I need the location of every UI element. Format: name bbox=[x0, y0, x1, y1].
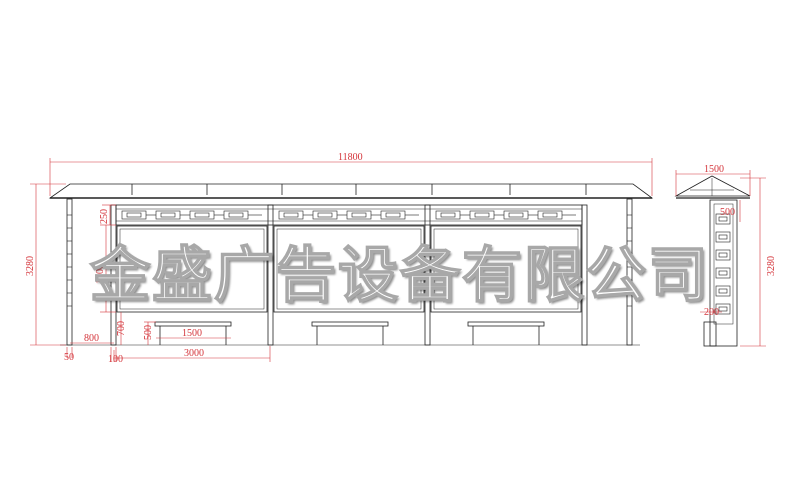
dim-total-height: 3280 bbox=[25, 256, 36, 276]
dim-side-base: 200 bbox=[704, 307, 719, 318]
dimension-lines bbox=[30, 158, 766, 362]
dim-seat-height: 500 bbox=[143, 325, 154, 340]
dim-end-offset: 800 bbox=[84, 333, 99, 344]
roof bbox=[48, 183, 654, 199]
dim-post-b: 100 bbox=[108, 354, 123, 365]
dim-side-width: 1500 bbox=[704, 164, 724, 175]
dim-side-height: 3280 bbox=[766, 256, 777, 276]
frieze-pattern bbox=[121, 210, 576, 220]
side-post bbox=[709, 199, 738, 347]
dim-frieze-height: 250 bbox=[99, 209, 110, 224]
side-pattern bbox=[715, 213, 731, 315]
dim-bench-height: 700 bbox=[116, 321, 127, 336]
dim-module-width: 3000 bbox=[184, 348, 204, 359]
dim-post-a: 50 bbox=[64, 352, 74, 363]
roof-ribs bbox=[131, 184, 587, 195]
company-watermark: 金盛广告设备有限公司 bbox=[89, 240, 710, 312]
dimension-labels: 11800 3280 250 1700 700 500 1500 800 300… bbox=[25, 152, 777, 365]
side-roof bbox=[674, 175, 751, 197]
dim-panel-height: 1700 bbox=[95, 264, 106, 284]
dim-side-frieze: 500 bbox=[720, 207, 735, 218]
dim-bench-length: 1500 bbox=[182, 328, 202, 339]
post-ladder-right bbox=[627, 214, 632, 307]
post-ladder-left bbox=[67, 214, 72, 307]
benches bbox=[154, 321, 545, 345]
dim-total-width: 11800 bbox=[338, 152, 363, 163]
display-panels bbox=[116, 225, 582, 313]
side-elevation bbox=[674, 175, 751, 347]
frieze-band bbox=[115, 204, 583, 226]
